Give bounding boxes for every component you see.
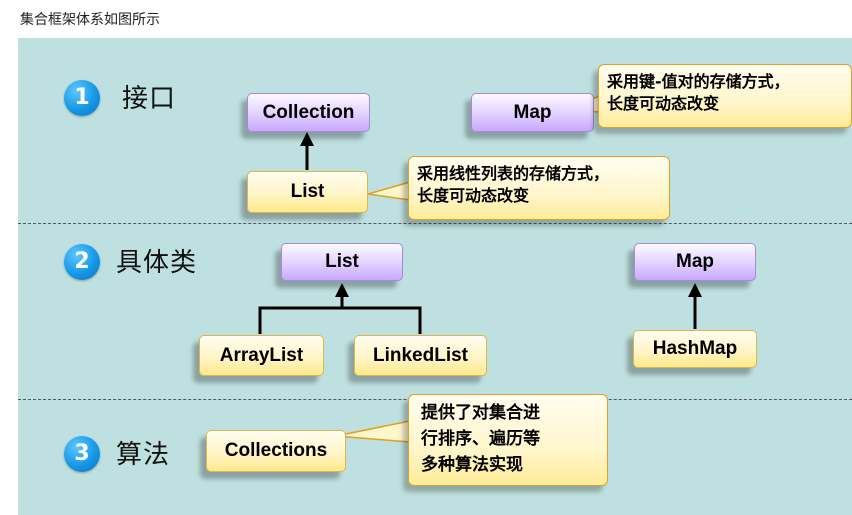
section-label-interface: 接口 bbox=[122, 84, 177, 114]
section-divider-1 bbox=[18, 223, 852, 224]
callout-list-line-2: 长度可动态改变 bbox=[417, 186, 530, 205]
section-label-concrete-class: 具体类 bbox=[116, 248, 198, 278]
node-map-interface: Map bbox=[471, 93, 594, 132]
impl-to-list-arrow bbox=[335, 283, 349, 297]
node-linkedlist: LinkedList bbox=[354, 335, 487, 376]
callout-list-line-1: 采用线性列表的存储方式， bbox=[417, 164, 610, 183]
callout-collections-line-1: 提供了对集合进 bbox=[421, 403, 540, 423]
page-title: 集合框架体系如图所示 bbox=[20, 12, 160, 28]
callout-list: 采用线性列表的存储方式， 长度可动态改变 bbox=[408, 156, 670, 220]
list-to-collection-arrow bbox=[300, 132, 314, 146]
section-number-badge: 3 bbox=[64, 436, 100, 472]
section-number-badge: 2 bbox=[64, 244, 100, 280]
list-callout-tail bbox=[367, 181, 411, 201]
callout-collections-line-3: 多种算法实现 bbox=[421, 455, 523, 475]
node-collection: Collection bbox=[247, 93, 370, 132]
node-list-class: List bbox=[281, 243, 403, 281]
section-label-algorithm: 算法 bbox=[116, 440, 171, 470]
callout-map-line-1: 采用键-值对的存储方式， bbox=[607, 72, 790, 91]
callout-collections: 提供了对集合进 行排序、遍历等 多种算法实现 bbox=[408, 394, 608, 486]
node-arraylist: ArrayList bbox=[199, 335, 324, 376]
callout-collections-line-2: 行排序、遍历等 bbox=[421, 429, 540, 449]
callout-map: 采用键-值对的存储方式， 长度可动态改变 bbox=[598, 64, 852, 128]
node-hashmap: HashMap bbox=[633, 330, 757, 368]
diagram-panel: 1 接口 Collection Map List 采用键-值对的存储方式， 长度… bbox=[18, 38, 852, 515]
node-list-interface: List bbox=[247, 171, 368, 213]
node-map-class: Map bbox=[634, 243, 756, 281]
node-collections: Collections bbox=[206, 430, 346, 472]
hashmap-to-map-arrow bbox=[688, 283, 702, 297]
section-number-badge: 1 bbox=[64, 80, 100, 116]
collections-callout-tail bbox=[335, 420, 411, 443]
callout-map-line-2: 长度可动态改变 bbox=[607, 94, 720, 113]
impl-bracket-line bbox=[258, 306, 422, 334]
